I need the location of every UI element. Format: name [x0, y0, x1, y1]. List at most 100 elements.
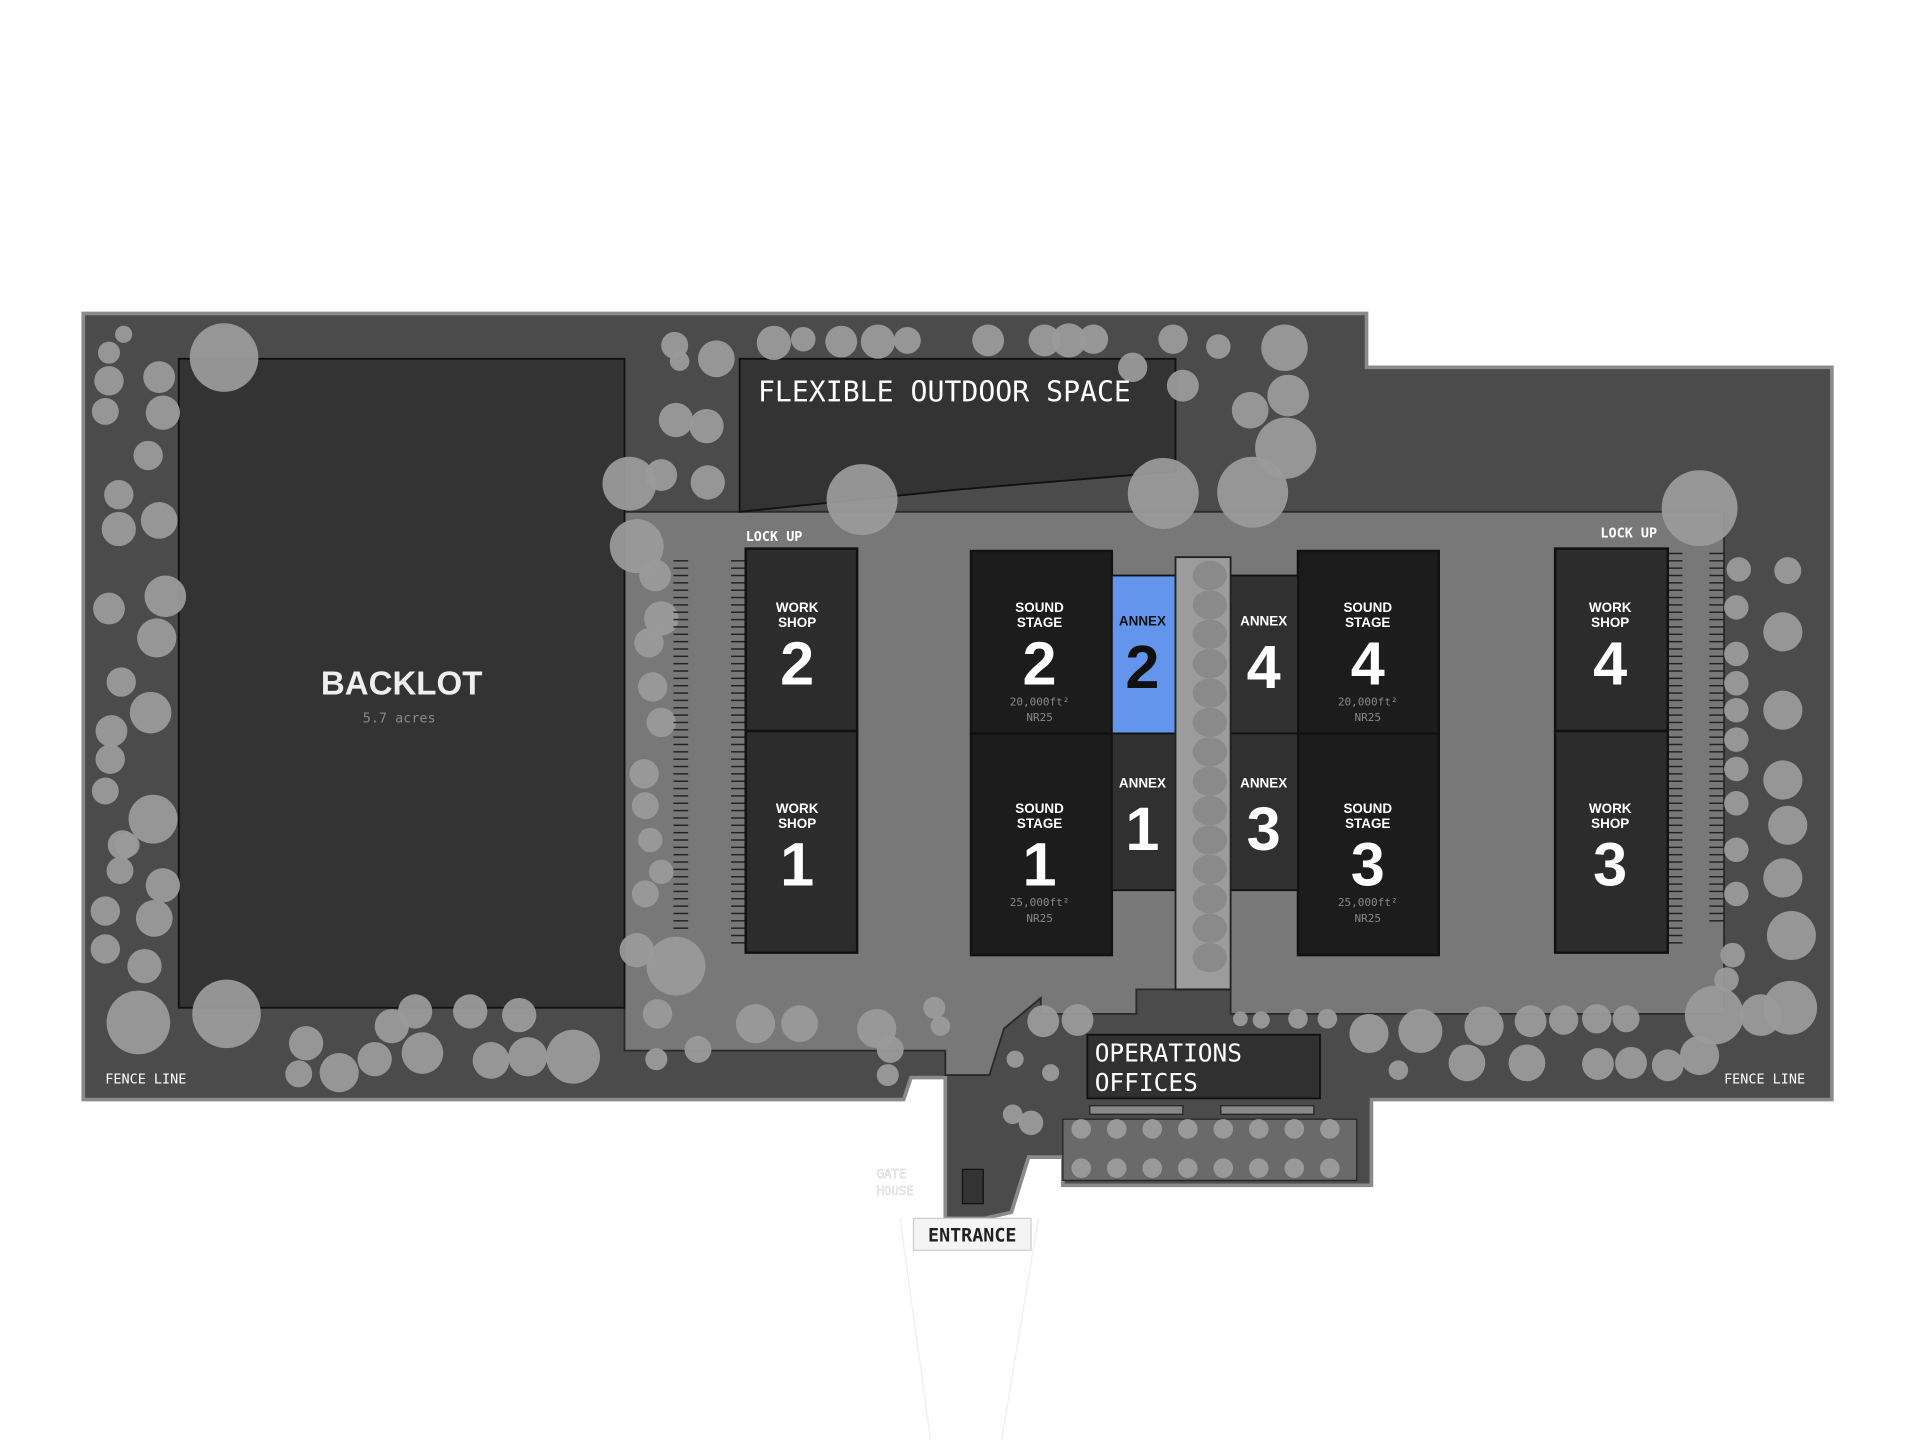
backlot-label: BACKLOT [321, 665, 483, 702]
tree-icon [104, 480, 134, 510]
tree-icon [1192, 678, 1227, 708]
workshop-3[interactable] [1553, 729, 1669, 954]
sound-stage-1[interactable] [969, 732, 1114, 957]
tree-icon [1061, 1004, 1094, 1036]
tree-icon [1448, 1044, 1486, 1082]
tree-icon [115, 325, 133, 343]
annex-label: ANNEX [1119, 614, 1166, 629]
tree-icon [319, 1053, 359, 1093]
tree-icon [1763, 760, 1803, 800]
operations-offices[interactable] [1086, 1033, 1321, 1100]
tree-icon [90, 896, 120, 926]
tree-icon [1763, 690, 1803, 730]
sound-stage-3[interactable] [1296, 732, 1441, 957]
tree-icon [93, 592, 125, 625]
tree-icon [1768, 805, 1808, 845]
tree-icon [1255, 417, 1317, 479]
tree-icon [1192, 648, 1227, 679]
car-park[interactable] [1062, 1118, 1358, 1182]
tree-icon [128, 794, 178, 844]
racks [673, 552, 1725, 944]
tree-icon [285, 1060, 313, 1088]
annex-label: ANNEX [1119, 775, 1166, 790]
tree-icon [1117, 352, 1148, 383]
workshop-label-line1: WORK [1589, 600, 1632, 615]
workshop-1[interactable] [744, 729, 859, 954]
tree-icon [756, 325, 792, 360]
tree-icon [637, 672, 668, 702]
tree-icon [923, 996, 946, 1019]
annex-4[interactable] [1229, 574, 1299, 735]
tree-icon [1320, 1119, 1340, 1139]
tree-icon [1724, 697, 1749, 723]
tree-icon [1002, 1104, 1023, 1125]
tree-icon [642, 999, 673, 1029]
annex-1[interactable] [1110, 732, 1177, 892]
tree-icon [781, 1005, 818, 1043]
tree-icon [91, 777, 119, 805]
tree-icon [1582, 1048, 1614, 1080]
tree-icon [690, 465, 725, 500]
fence-line-left: FENCE LINE [105, 1073, 186, 1088]
tree-icon [1248, 1158, 1269, 1178]
tree-icon [1684, 985, 1744, 1045]
tree-icon [145, 395, 180, 430]
tree-icon [1231, 391, 1269, 429]
tree-icon [508, 1037, 548, 1077]
workshop-number: 4 [1593, 629, 1627, 697]
tree-icon [1192, 766, 1227, 796]
backlot-area[interactable] [177, 357, 626, 1009]
stage-label-line1: SOUND [1343, 801, 1392, 816]
tree-icon [106, 667, 136, 697]
tree-icon [1106, 1119, 1127, 1139]
tree-icon [115, 832, 140, 858]
tree-icon [1724, 671, 1749, 696]
annex-2[interactable] [1110, 574, 1177, 735]
workshop-4[interactable] [1553, 547, 1669, 733]
annex-3[interactable] [1229, 732, 1299, 892]
tree-icon [1766, 911, 1816, 960]
tree-icon [189, 323, 259, 392]
tree-icon [631, 880, 659, 908]
tree-icon [1071, 1119, 1092, 1139]
tree-icon [144, 575, 187, 618]
tree-icon [106, 990, 171, 1055]
lock-up-right: LOCK UP [1600, 527, 1657, 542]
tree-icon [639, 559, 672, 592]
stage-label-line2: STAGE [1345, 615, 1390, 630]
tree-icon [90, 934, 120, 964]
tree-icon [1106, 1158, 1127, 1178]
backlot-area-label: 5.7 acres [363, 711, 436, 726]
tree-icon [637, 827, 663, 853]
stage-label-line2: STAGE [1017, 816, 1062, 831]
tree-icon [634, 628, 664, 658]
tree-icon [629, 759, 659, 789]
tree-icon [1317, 1008, 1338, 1029]
stage-number: 3 [1351, 830, 1385, 898]
tree-icon [791, 326, 816, 352]
stage-number: 2 [1023, 629, 1057, 697]
annex-number: 2 [1125, 633, 1159, 701]
tree-icon [1018, 1110, 1044, 1136]
tree-icon [609, 519, 664, 574]
entrance-label: ENTRANCE [928, 1226, 1016, 1247]
annex-label: ANNEX [1240, 775, 1287, 790]
tree-icon [1388, 1060, 1409, 1080]
entrance-label-box[interactable] [912, 1217, 1032, 1251]
stage-rating: NR25 [1026, 711, 1053, 724]
workshop-label-line2: SHOP [778, 816, 816, 831]
tree-icon [1051, 323, 1087, 358]
sound-stage-2[interactable] [969, 549, 1114, 735]
tree-icon [684, 1035, 712, 1063]
tree-icon [972, 324, 1005, 357]
tree-icon [1071, 1158, 1092, 1178]
outdoor-label: FLEXIBLE OUTDOOR SPACE [758, 376, 1131, 409]
tree-icon [1680, 1035, 1720, 1076]
tree-icon [101, 511, 136, 547]
trees [90, 323, 1818, 1136]
tree-icon [1612, 1005, 1640, 1033]
tree-icon [1192, 619, 1227, 649]
tree-icon [1514, 1005, 1547, 1038]
workshop-2[interactable] [744, 547, 859, 733]
